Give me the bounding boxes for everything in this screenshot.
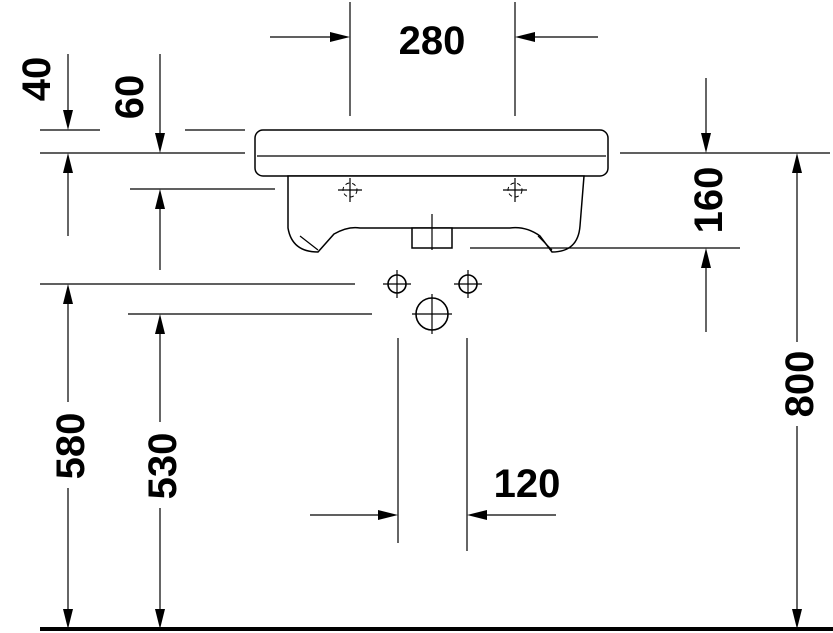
dim-280-label: 280 bbox=[399, 19, 466, 63]
dim-120-label: 120 bbox=[494, 462, 561, 506]
dim-60: 60 bbox=[108, 54, 165, 270]
dim-530: 530 bbox=[141, 314, 185, 629]
supply-connection-left bbox=[383, 270, 411, 298]
dim-120: 120 bbox=[310, 462, 560, 520]
washbasin bbox=[254, 129, 609, 253]
dim-580: 580 bbox=[49, 284, 93, 629]
dim-530-label: 530 bbox=[141, 433, 185, 500]
tap-hole-left bbox=[338, 178, 362, 202]
dim-40-label: 40 bbox=[15, 57, 59, 102]
tap-hole-right bbox=[503, 178, 527, 202]
dim-800: 800 bbox=[778, 153, 822, 629]
dim-160-label: 160 bbox=[687, 167, 731, 234]
dim-800-label: 800 bbox=[778, 351, 822, 418]
dim-40: 40 bbox=[15, 54, 73, 236]
basin-rim bbox=[254, 129, 609, 177]
dim-160: 160 bbox=[687, 78, 731, 332]
supply-connection-right bbox=[454, 270, 482, 298]
dim-580-label: 580 bbox=[49, 413, 93, 480]
basin-overflow-left bbox=[299, 235, 319, 251]
dim-280: 280 bbox=[270, 19, 598, 63]
dim-60-label: 60 bbox=[108, 75, 152, 120]
waste-connection bbox=[412, 294, 452, 334]
